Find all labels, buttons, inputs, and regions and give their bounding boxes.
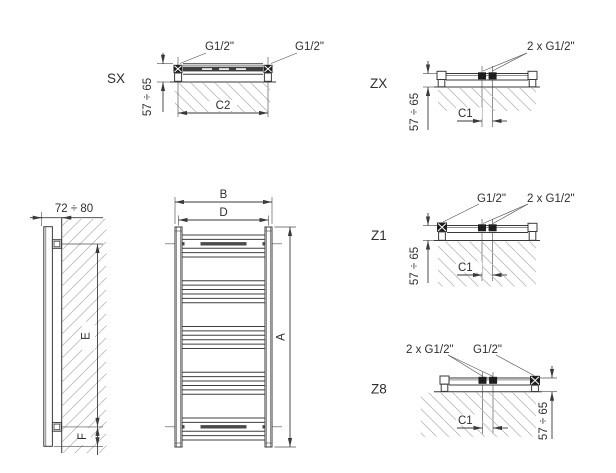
z1-center-connector-label: 2 x G1/2" <box>527 193 575 205</box>
sx-left-connector-label: G1/2" <box>205 41 234 53</box>
front-left-rail <box>174 226 183 448</box>
z8-radiator-top-view <box>439 375 540 393</box>
sx-left-leader-line <box>179 52 207 64</box>
sx-radiator-top-view <box>173 63 273 82</box>
sx-right-leader-line <box>270 52 298 64</box>
z8-connection-diagram: Z8 2 x G1/2" G1/2" <box>371 344 557 440</box>
side-depth-dimension: 72 ÷ 80 <box>30 203 103 226</box>
zx-leader-line-2 <box>492 52 528 72</box>
z1-wall-hatch <box>438 241 536 287</box>
z8-depth-dimension: 57 ÷ 65 <box>538 366 557 440</box>
z8-center-connector-label: 2 x G1/2" <box>406 344 454 356</box>
side-depth-label: 72 ÷ 80 <box>55 203 93 215</box>
z8-spacing-dimension: C1 <box>456 414 508 431</box>
z8-spacing-label: C1 <box>458 415 473 427</box>
front-pipe-distance-label: D <box>219 207 227 219</box>
side-mount-height-label: E <box>81 332 93 340</box>
front-rungs <box>182 234 265 441</box>
sx-depth-label: 57 ÷ 65 <box>142 78 154 116</box>
zx-leader-line-1 <box>482 52 528 72</box>
z8-right-connector-label: G1/2" <box>473 344 502 356</box>
side-bottom-offset-label: F <box>77 433 89 440</box>
sx-depth-dimension: 57 ÷ 65 <box>142 53 173 116</box>
z1-depth-label: 57 ÷ 65 <box>409 247 421 285</box>
front-pipe-distance-dimension: D <box>178 207 269 226</box>
z8-center-connector-1 <box>478 376 487 384</box>
zx-label: ZX <box>370 76 387 91</box>
zx-spacing-dimension: C1 <box>456 107 507 124</box>
z8-center-connector-2 <box>489 376 498 384</box>
sx-label: SX <box>107 71 125 86</box>
sx-width-dimension: C2 <box>177 91 269 117</box>
front-width-label: B <box>220 189 228 201</box>
side-view: 72 ÷ 80 E F <box>30 203 107 455</box>
front-height-label: A <box>276 333 288 341</box>
side-bracket-bottom <box>51 422 62 432</box>
z1-center-connector-2 <box>488 224 497 232</box>
z1-spacing-label: C1 <box>458 262 473 274</box>
z8-center-leader-line-1 <box>447 354 484 377</box>
side-radiator-profile <box>43 226 53 447</box>
z1-center-leader-line-2 <box>492 203 529 224</box>
sx-right-connector-label: G1/2" <box>295 41 324 53</box>
zx-wall-hatch <box>438 88 536 111</box>
sx-width-label: C2 <box>216 100 231 112</box>
z1-left-connector-label: G1/2" <box>477 193 506 205</box>
zx-right-cap <box>527 70 538 81</box>
z8-center-leader-line-2 <box>447 354 494 377</box>
zx-center-connector-label: 2 x G1/2" <box>527 41 575 53</box>
zx-depth-label: 57 ÷ 65 <box>409 93 421 131</box>
zx-connection-diagram: ZX 2 x G1/2" 57 ÷ 65 <box>370 41 575 131</box>
z1-spacing-dimension: C1 <box>456 261 507 278</box>
z1-connection-diagram: Z1 G1/2" 2 x G1/2" <box>371 193 575 287</box>
z8-left-cap <box>439 375 450 385</box>
front-view: B D <box>165 189 296 448</box>
zx-center-connector-1 <box>478 72 486 80</box>
z1-left-leader-line <box>442 203 480 223</box>
front-bracket-line-bottom <box>165 424 282 429</box>
front-height-dimension: A <box>274 226 296 448</box>
z1-depth-dimension: 57 ÷ 65 <box>409 213 437 285</box>
z1-right-cap <box>527 222 538 233</box>
side-mount-height-dimension: E <box>62 243 103 428</box>
zx-radiator-top-view <box>436 70 538 88</box>
z1-radiator-top-view <box>437 222 538 241</box>
z8-depth-label: 57 ÷ 65 <box>538 402 550 440</box>
zx-spacing-label: C1 <box>458 108 473 120</box>
zx-depth-dimension: 57 ÷ 65 <box>409 61 437 131</box>
z1-center-leader-line-1 <box>482 203 529 224</box>
z1-center-connector-1 <box>478 224 486 232</box>
z8-label: Z8 <box>371 382 387 397</box>
sx-connection-diagram: SX G1/2" G1/2" <box>107 41 324 117</box>
side-bottom-offset-dimension: F <box>54 426 103 455</box>
front-width-dimension: B <box>174 189 273 224</box>
side-bracket-top <box>51 239 62 249</box>
front-bracket-line-top <box>165 241 282 246</box>
zx-center-connector-2 <box>488 72 497 80</box>
front-right-rail <box>264 226 273 448</box>
z1-label: Z1 <box>371 228 387 243</box>
zx-left-cap <box>436 70 447 81</box>
z8-right-leader-line <box>495 354 535 376</box>
